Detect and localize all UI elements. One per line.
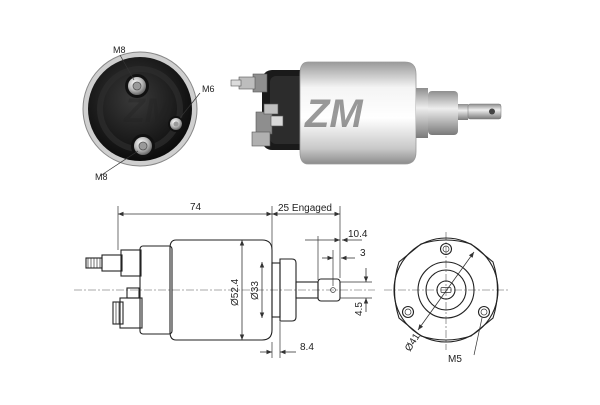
m6-label: M6 (202, 84, 215, 94)
side-drawing-terminal-top (85, 249, 142, 277)
m8-bottom-label: M8 (95, 172, 108, 182)
side-drawing-body (169, 239, 273, 341)
side-drawing-plunger-tip (317, 278, 341, 302)
m8-bottom-leader (99, 150, 139, 177)
dim-flange-offset-label: 8.4 (300, 342, 314, 353)
front-drawing: Ø41 M5 (384, 232, 508, 365)
dim-nose-diameter-label: Ø33 (250, 281, 261, 300)
dim-engaged-stroke-label: 25 Engaged (278, 203, 332, 214)
side-drawing-terminal-bottom (112, 287, 143, 329)
dim-tip-length-label: 10.4 (348, 229, 368, 240)
front-drawing-flange (393, 239, 499, 341)
back-view-logo-watermark: ZM (123, 92, 174, 130)
side-view-collar (416, 88, 428, 138)
side-view-terminal-bottom (251, 103, 284, 147)
dim-body-diameter-label: Ø52.4 (230, 278, 241, 306)
side-view-silver-body (299, 61, 417, 165)
dim-tip-offset-label: 3 (360, 248, 366, 259)
side-drawing: 74 25 Engaged 10.4 3 4.5 Ø52.4 Ø33 8.4 (74, 202, 375, 358)
front-drawing-mount-hole-right (477, 305, 491, 319)
side-view-terminal-top (230, 73, 268, 93)
side-drawing-nose (279, 258, 297, 322)
m6-leader (179, 92, 201, 119)
photo-side-view: ZM (230, 61, 502, 165)
side-view-logo-watermark: ZM (304, 92, 364, 136)
m5-leader (473, 317, 483, 356)
back-view-black-cap (88, 57, 192, 161)
front-drawing-mount-hole-left (401, 305, 415, 319)
m8-top-leader (119, 54, 135, 81)
back-view-terminal-side (168, 116, 184, 132)
dim-bolt-circle (417, 251, 475, 331)
m8-top-label: M8 (113, 45, 126, 55)
side-view-nose (428, 91, 458, 135)
m5-label: M5 (448, 354, 462, 365)
dim-slot-width-label: 4.5 (354, 302, 365, 316)
dim-overall-length-label: 74 (190, 202, 202, 213)
side-view-plunger-tip (467, 103, 502, 120)
back-view-terminal-top (125, 74, 149, 98)
photo-back-view: ZM M8 M8 M6 (82, 45, 215, 182)
back-view-terminal-bottom (131, 134, 155, 158)
side-drawing-cap (139, 245, 173, 335)
